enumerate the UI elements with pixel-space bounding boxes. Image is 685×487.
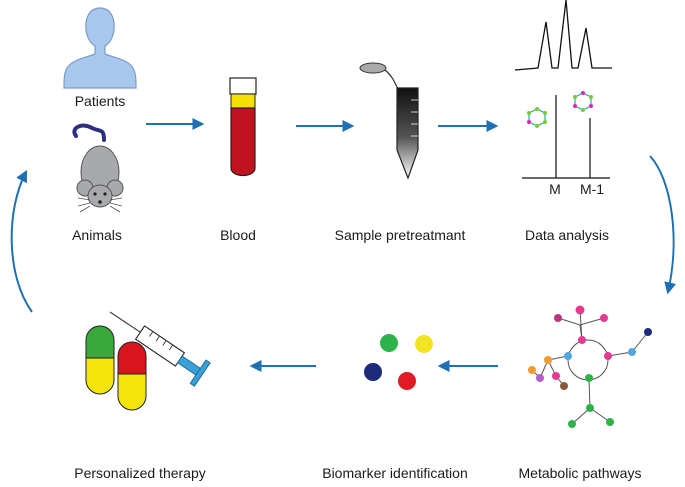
biomarker-identification-label: Biomarker identification: [322, 465, 468, 481]
blood-tube-icon: [229, 77, 257, 177]
personalized-therapy-label: Personalized therapy: [74, 465, 206, 481]
animals-label: Animals: [72, 227, 122, 243]
sample-pretreatment-label: Sample pretreatmant: [335, 227, 466, 243]
biomarker-dots-icon: [364, 334, 433, 390]
centrifuge-tube-icon: [359, 62, 419, 180]
biomarker-dot-red: [398, 372, 416, 390]
syringe-icon: [109, 311, 211, 387]
spectrum-m1-label: M-1: [580, 181, 604, 197]
metabolite-nodes: [528, 305, 652, 428]
patient-icon: [63, 7, 137, 89]
data-analysis-label: Data analysis: [525, 227, 609, 243]
metabolic-pathways-label: Metabolic pathways: [519, 465, 642, 481]
mouse-icon: [72, 123, 124, 213]
spectrum-m-label: M: [549, 181, 561, 197]
pill-left-icon: [85, 325, 115, 395]
biomarker-dot-green: [380, 334, 398, 352]
patients-label: Patients: [75, 93, 126, 109]
mass-spectrum-icon: [522, 91, 610, 179]
arrow-analysis-to-pathways: [649, 155, 677, 295]
biomarker-dot-navy: [364, 363, 382, 381]
arrow-therapy-to-subjects: [10, 169, 33, 313]
flow-arrows: [10, 118, 677, 372]
pill-right-icon: [117, 341, 147, 411]
biomarker-dot-yellow: [415, 335, 433, 353]
chromatogram-icon: [514, 0, 612, 71]
blood-label: Blood: [220, 227, 256, 243]
